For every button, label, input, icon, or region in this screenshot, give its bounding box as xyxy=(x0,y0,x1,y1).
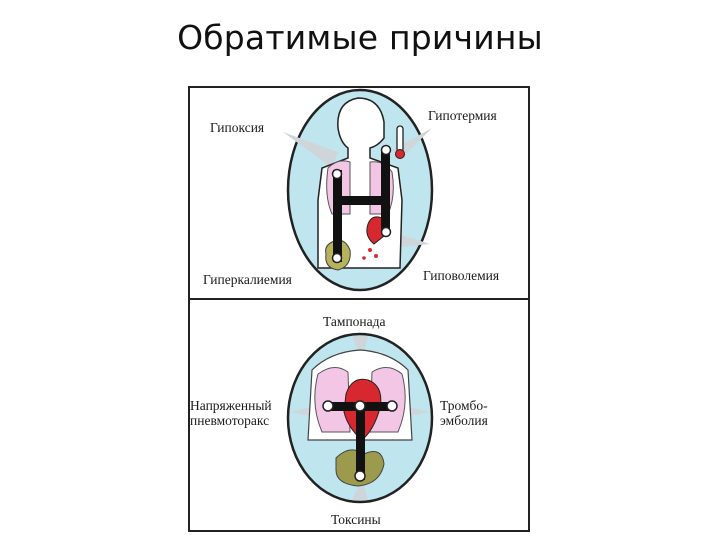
right-lung xyxy=(369,367,406,433)
label-hypoxia: Гипоксия xyxy=(210,120,265,135)
h-bar-cross xyxy=(338,196,384,205)
label-hypothermia: Гипотермия xyxy=(428,108,497,123)
label-hyperkalemia: Гиперкалиемия xyxy=(203,272,292,287)
left-lung xyxy=(314,367,351,433)
slide-title: Обратимые причины xyxy=(177,18,543,57)
pointer-toxins xyxy=(352,478,368,500)
t-bar-vertical xyxy=(356,404,365,480)
label-hypovolemia: Гиповолемия xyxy=(423,268,500,283)
pointer-hypoxia xyxy=(283,132,338,168)
panel-divider xyxy=(188,298,530,300)
top-panel-illustration xyxy=(283,88,434,292)
pointer-tamponade xyxy=(352,336,368,360)
thermometer-icon xyxy=(396,125,404,153)
label-pneumothorax: Напряженный пневмоторакс xyxy=(190,398,272,428)
h-bar-right xyxy=(381,148,390,234)
label-tamponade: Тампонада xyxy=(323,314,386,329)
h-bar-left xyxy=(333,170,342,262)
label-toxins: Токсины xyxy=(331,512,381,527)
bottom-panel-illustration xyxy=(286,332,434,504)
label-thromboembolism: Тромбо- эмболия xyxy=(440,398,488,428)
